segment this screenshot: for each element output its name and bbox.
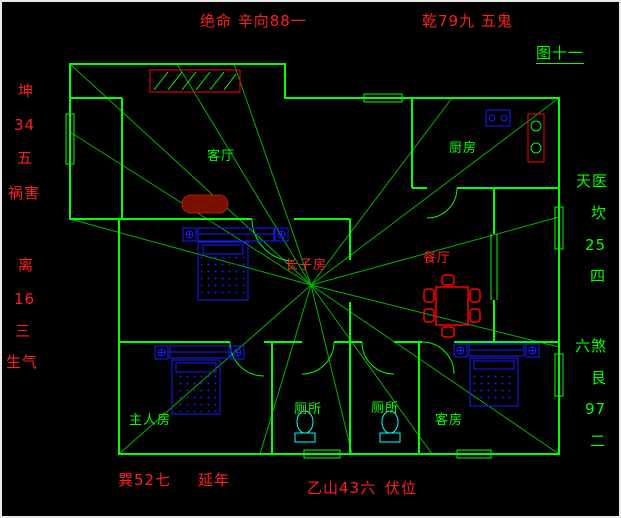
annotation-left-lower-0: 离 [18,256,35,274]
annotation-left-lower-2: 三 [15,322,32,340]
sink-icon [485,109,511,127]
toilet-icon [379,410,401,443]
master-bed-icon [154,345,245,415]
annotation-right-lower-0: 六煞 [575,337,608,355]
room-label-master: 主人房 [129,413,172,428]
figure-label: 图十一 [536,44,585,64]
annotation-top-right: 乾79九 五鬼 [422,12,513,30]
annotation-top-left: 绝命 辛向88一 [200,12,307,30]
annotation-left-upper-3: 祸害 [8,184,41,202]
annotation-left-lower-1: 16 [14,290,36,308]
room-label-dining-room: 餐厅 [423,251,452,266]
annotation-left-upper-0: 坤 [18,82,35,100]
tv-cabinet-icon [181,194,229,214]
annotation-bottom-left-main: 巽52七 [118,471,172,489]
stove-icon [527,113,545,163]
room-label-toilet-1: 厕所 [294,402,323,417]
eldest-son-bed-icon [182,227,289,301]
dining-table-icon [423,274,481,338]
annotation-left-upper-2: 五 [17,149,34,167]
windows [65,93,564,459]
annotation-right-lower-1: 艮 [591,369,608,387]
toilet-icon [294,410,316,443]
walls [69,63,560,455]
annotation-left-upper-1: 34 [14,116,36,134]
annotation-right-upper-3: 四 [590,267,607,285]
annotation-right-upper-1: 坎 [591,204,608,222]
annotation-right-lower-3: 二 [590,432,607,450]
door-arcs [229,187,458,377]
annotation-bottom-right-sub: 伏位 [385,479,418,497]
cabinet-icon [149,69,241,93]
guest-bed-icon [453,343,540,407]
annotation-right-upper-0: 天医 [576,172,609,190]
room-label-living-room: 客厅 [207,149,236,164]
annotation-left-lower-3: 生气 [6,353,39,371]
annotation-bottom-left-sub: 延年 [198,471,231,489]
room-label-guest: 客房 [435,413,464,428]
room-label-eldest-son: 长子房 [285,258,328,273]
room-label-toilet-2: 厕所 [371,401,400,416]
room-label-kitchen: 厨房 [449,141,478,156]
annotation-right-upper-2: 25 [585,236,607,254]
annotation-bottom-right-main: 乙山43六 [307,479,377,497]
annotation-right-lower-2: 97 [585,400,607,418]
